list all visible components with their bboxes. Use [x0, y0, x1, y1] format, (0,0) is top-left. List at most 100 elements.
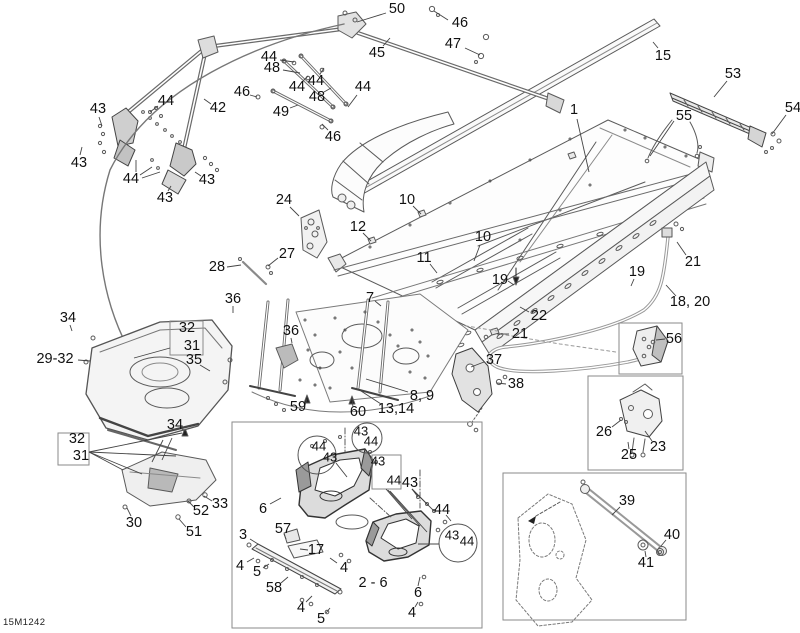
leader-line [267, 257, 279, 267]
leader-line [194, 171, 202, 177]
leader-line [356, 12, 387, 23]
leader-line [279, 59, 295, 63]
leader-line [362, 232, 372, 242]
leader-line [329, 557, 338, 564]
detail-circle [351, 422, 383, 454]
leader-line [319, 67, 325, 75]
leader-line [611, 419, 622, 428]
leader-line [289, 206, 300, 217]
front-module-part [83, 319, 233, 451]
leader-line [88, 432, 183, 453]
leader-line [139, 166, 153, 176]
leader-line [660, 539, 667, 547]
leader-line [473, 244, 481, 262]
leader-line [88, 451, 143, 475]
leader-line [323, 87, 332, 93]
leader-line [203, 495, 213, 502]
leader-line [644, 430, 653, 442]
leader-line [507, 280, 515, 286]
detail-box [57, 432, 90, 466]
rear-closeoff-part [644, 92, 782, 164]
leader-line [676, 241, 687, 256]
annotation-layer [57, 10, 787, 629]
leader-line [179, 427, 185, 431]
leader-line [576, 118, 590, 173]
leader-line [374, 300, 382, 307]
leader-line [290, 337, 293, 344]
leader-line [713, 80, 728, 98]
leader-line [199, 364, 211, 372]
leader-line [611, 506, 621, 516]
leader-line [627, 441, 630, 450]
leader-line [382, 37, 391, 47]
leader-line [280, 576, 289, 584]
leader-line [79, 146, 83, 156]
leader-line [325, 607, 331, 614]
leader-line [360, 390, 382, 405]
detail-box [231, 421, 483, 629]
leader-line [98, 116, 103, 127]
detail-circle [438, 523, 478, 563]
rear-bracket-part [451, 347, 508, 433]
leader-line [262, 563, 270, 569]
leader-line [665, 284, 677, 297]
leader-line [126, 507, 132, 517]
leader-line [347, 94, 358, 108]
leader-line [649, 120, 675, 157]
leader-line [282, 69, 301, 74]
leader-line [305, 595, 313, 603]
running-board-part [432, 161, 715, 356]
rear-bumper-tube-part [429, 221, 685, 374]
leader-line [249, 94, 258, 98]
steering-rods-part [255, 53, 349, 130]
leader-line [367, 451, 373, 462]
leader-line [519, 306, 530, 313]
leader-line [161, 437, 173, 461]
leader-line [302, 75, 309, 82]
leader-line [249, 538, 259, 545]
leader-line [417, 576, 421, 587]
lower-module-part [121, 451, 217, 520]
tunnel-flange-part [333, 151, 709, 305]
steering-support-part [97, 10, 565, 195]
leader-line [141, 171, 161, 179]
leader-line [151, 439, 164, 463]
leader-line [88, 451, 177, 457]
leader-line [88, 451, 124, 471]
leader-line [178, 518, 187, 528]
leader-line [335, 462, 348, 478]
watermark: 15M1242 [3, 617, 46, 628]
bracket-56-part [632, 325, 669, 367]
detail-box [169, 320, 204, 356]
leader-line [630, 278, 635, 287]
leader-line [289, 104, 299, 109]
leader-line [203, 98, 212, 105]
leader-line [389, 490, 428, 533]
leader-line [470, 361, 485, 368]
leader-line [299, 548, 309, 551]
leader-line [771, 114, 787, 135]
leader-line [69, 324, 73, 332]
leader-line [412, 205, 422, 215]
detail-box [502, 472, 687, 621]
steering-bracket-part [238, 209, 328, 286]
leader-line [133, 347, 171, 359]
leader-line [226, 264, 242, 268]
leader-line [414, 601, 419, 608]
detail-box [618, 322, 683, 375]
leader-line [351, 398, 354, 408]
leader-line [269, 497, 282, 505]
leader-line [652, 41, 659, 49]
leader-line [385, 488, 413, 520]
leader-line [433, 10, 449, 21]
leader-line [445, 514, 452, 522]
frame-cable-curve [99, 23, 345, 353]
front-frame-part [181, 267, 520, 437]
detail-box [587, 375, 684, 471]
tunnel-arch-part [331, 111, 455, 213]
leader-line [411, 488, 435, 512]
leader-line [283, 533, 287, 540]
leader-line [187, 500, 195, 508]
